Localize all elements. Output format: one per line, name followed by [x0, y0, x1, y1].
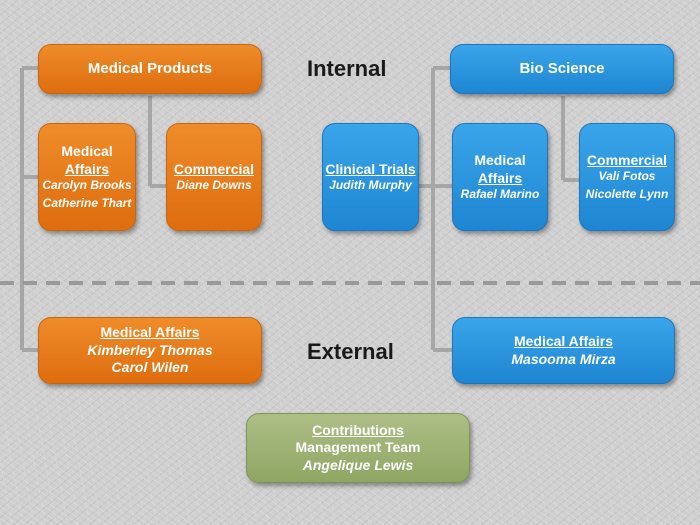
bs-commercial-name: Vali Fotos — [598, 169, 656, 184]
external-label: External — [307, 339, 394, 364]
ext-bs-medical-affairs-box: Medical Affairs Masooma Mirza — [452, 317, 675, 384]
mp-medical-affairs-name: Carolyn Brooks — [42, 178, 132, 192]
ext-mp-medical-affairs-name: Kimberley Thomas — [87, 341, 213, 358]
contributions-name: Angelique Lewis — [302, 456, 414, 473]
bs-commercial-heading: Commercial — [586, 151, 668, 168]
mp-medical-affairs-name: Catherine Thart — [42, 196, 132, 210]
bs-medical-affairs-heading-line1: Medical — [474, 152, 526, 168]
bs-clinical-trials-heading: Clinical Trials — [325, 160, 416, 177]
bs-clinical-trials-box: Clinical Trials Judith Murphy — [322, 123, 419, 231]
bs-clinical-trials-name: Judith Murphy — [329, 178, 412, 193]
bs-medical-affairs-box: Medical Affairs Rafael Marino — [452, 123, 548, 231]
mp-medical-affairs-heading-line1: Medical — [61, 143, 113, 159]
bs-commercial-box: Commercial Vali Fotos Nicolette Lynn — [579, 123, 675, 231]
bs-commercial-name: Nicolette Lynn — [585, 187, 669, 202]
ext-mp-medical-affairs-name: Carol Wilen — [111, 359, 189, 376]
ext-bs-medical-affairs-heading: Medical Affairs — [513, 333, 614, 349]
mp-medical-affairs-box: Medical Affairs Carolyn Brooks Catherine… — [38, 123, 136, 231]
mp-commercial-name: Diane Downs — [176, 178, 252, 193]
contributions-box: Contributions Management Team Angelique … — [246, 413, 470, 483]
medical-products-title: Medical Products — [87, 59, 213, 77]
mp-medical-affairs-heading-line2: Affairs — [64, 160, 110, 177]
medical-products-box: Medical Products — [38, 44, 262, 94]
internal-label: Internal — [307, 56, 387, 81]
bs-medical-affairs-name: Rafael Marino — [460, 187, 540, 201]
ext-mp-medical-affairs-heading: Medical Affairs — [100, 324, 200, 341]
contributions-heading: Contributions — [312, 421, 404, 438]
contributions-team: Management Team — [295, 439, 421, 456]
bio-science-title: Bio Science — [519, 59, 605, 77]
bio-science-box: Bio Science — [450, 44, 674, 94]
bs-medical-affairs-heading-line2: Affairs — [477, 169, 523, 186]
ext-mp-medical-affairs-box: Medical Affairs Kimberley Thomas Carol W… — [38, 317, 262, 384]
ext-bs-medical-affairs-name: Masooma Mirza — [511, 350, 616, 367]
mp-commercial-heading: Commercial — [173, 160, 255, 177]
mp-commercial-box: Commercial Diane Downs — [166, 123, 262, 231]
